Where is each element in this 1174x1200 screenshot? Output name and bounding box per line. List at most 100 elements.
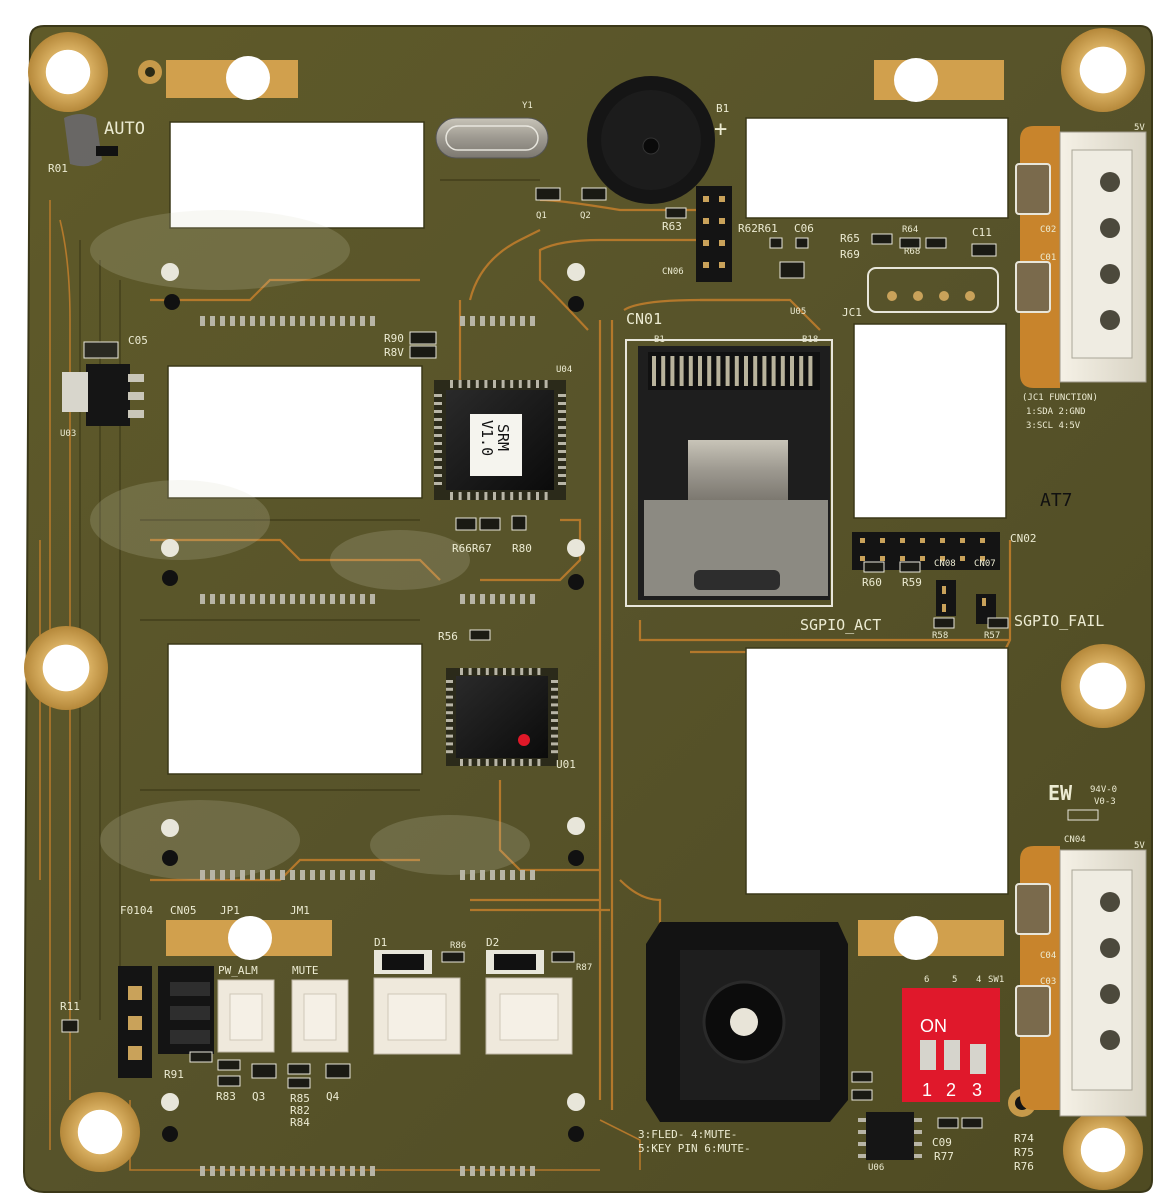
- label-r90: R90: [384, 332, 404, 345]
- jumpers-cn08-cn07: [936, 580, 996, 624]
- pin: [220, 870, 225, 880]
- cable-tie-mount: [646, 922, 848, 1122]
- pin: [240, 594, 245, 604]
- label-pin-line1: 3:FLED- 4:MUTE-: [638, 1128, 737, 1141]
- pin: [500, 316, 505, 326]
- pin: [477, 668, 481, 675]
- pin: [558, 458, 566, 461]
- pin: [434, 474, 442, 477]
- pin: [510, 1166, 515, 1176]
- pin: [808, 356, 813, 386]
- pin: [880, 538, 885, 543]
- label-sw-top-4: 4: [976, 975, 981, 985]
- pin: [528, 759, 532, 766]
- pin: [484, 492, 488, 500]
- pin: [518, 492, 522, 500]
- pin: [460, 1166, 465, 1176]
- label-r86: R86: [450, 941, 466, 951]
- label-u03: U03: [60, 429, 76, 439]
- pin: [434, 466, 442, 469]
- pin: [340, 316, 345, 326]
- jumper-blocks-bottom: [118, 966, 214, 1078]
- pin: [558, 402, 566, 405]
- label-5v-top: 5V: [1134, 123, 1145, 133]
- pin: [551, 726, 558, 730]
- label-cn05: CN05: [170, 904, 197, 917]
- pin: [434, 418, 442, 421]
- header-cn06: [696, 186, 732, 282]
- board-cutouts: [167, 117, 1009, 895]
- chip-label-version: V1.0: [478, 420, 496, 456]
- label-r66r67: R66R67: [452, 542, 492, 555]
- label-b1: B1: [716, 102, 729, 115]
- label-q4: Q4: [326, 1090, 340, 1103]
- pin: [320, 870, 325, 880]
- pin: [980, 538, 985, 543]
- label-r77: R77: [934, 1150, 954, 1163]
- pin: [450, 380, 453, 388]
- pin: [501, 492, 505, 500]
- pin: [475, 380, 479, 388]
- regulator-u03: [62, 341, 144, 426]
- pin: [210, 594, 215, 604]
- pin: [484, 380, 488, 388]
- pin: [290, 1166, 295, 1176]
- label-cn08: CN08: [934, 559, 956, 569]
- pin: [520, 1166, 525, 1176]
- pin: [510, 492, 514, 500]
- label-d2: D2: [486, 936, 499, 949]
- label-c06: C06: [794, 222, 814, 235]
- pin: [446, 719, 453, 722]
- pin: [558, 466, 566, 469]
- label-sw-3: 3: [972, 1080, 982, 1100]
- power-connector-top: [1015, 126, 1147, 388]
- label-r84: R84: [290, 1116, 310, 1129]
- label-u01: U01: [556, 758, 576, 771]
- pin: [300, 870, 305, 880]
- pin: [960, 538, 965, 543]
- pin: [480, 870, 485, 880]
- pin: [510, 316, 515, 326]
- pin: [558, 442, 566, 445]
- pin: [434, 434, 442, 437]
- pin: [460, 594, 465, 604]
- pin: [536, 492, 539, 500]
- pin: [490, 316, 495, 326]
- label-r01: R01: [48, 162, 68, 175]
- pin: [280, 594, 285, 604]
- label-r56: R56: [438, 630, 458, 643]
- pin: [485, 668, 489, 675]
- pin: [434, 394, 442, 397]
- logo-ew: EW: [1048, 781, 1073, 805]
- pin: [468, 759, 472, 766]
- pin: [558, 394, 566, 397]
- pin: [290, 316, 295, 326]
- pin: [434, 410, 442, 413]
- pin: [753, 356, 758, 386]
- pin: [670, 356, 675, 386]
- pin: [300, 1166, 305, 1176]
- pin: [510, 594, 515, 604]
- label-r83: R83: [216, 1090, 236, 1103]
- pin: [707, 356, 712, 386]
- label-b1-plus: +: [714, 117, 727, 142]
- label-c11: C11: [972, 226, 992, 239]
- label-jp1: JP1: [220, 904, 240, 917]
- pin: [446, 680, 453, 683]
- pin: [460, 668, 463, 675]
- pin: [551, 680, 558, 683]
- pin: [230, 870, 235, 880]
- label-r11: R11: [60, 1000, 80, 1013]
- pin: [960, 556, 965, 561]
- pin: [340, 594, 345, 604]
- pin: [494, 759, 498, 766]
- label-at7: AT7: [1040, 490, 1073, 511]
- label-sw1: SW1: [988, 975, 1004, 985]
- pin: [320, 1166, 325, 1176]
- label-ul-mark: 94V-0: [1090, 785, 1117, 795]
- tape-residue: [64, 114, 102, 167]
- pin: [330, 594, 335, 604]
- label-jc1-line1: 1:SDA 2:GND: [1026, 407, 1086, 417]
- pin: [310, 870, 315, 880]
- pin: [446, 687, 453, 691]
